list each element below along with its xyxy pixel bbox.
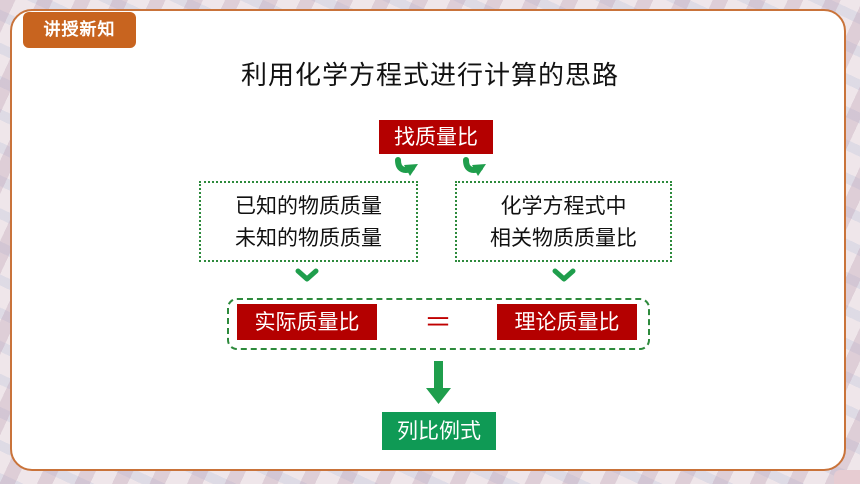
find-ratio-label: 找质量比 <box>379 120 493 154</box>
theoretical-ratio-label: 理论质量比 <box>497 304 637 340</box>
equation-ratio-box: 化学方程式中 相关物质质量比 <box>455 181 672 262</box>
chevron-down-left-icon <box>295 268 319 282</box>
unknown-mass-text: 未知的物质质量 <box>235 225 382 250</box>
actual-ratio-label: 实际质量比 <box>237 304 377 340</box>
down-arrow-icon <box>426 361 451 404</box>
content-card <box>10 9 846 471</box>
known-unknown-box: 已知的物质质量 未知的物质质量 <box>199 181 418 262</box>
proportion-label: 列比例式 <box>382 412 496 450</box>
curved-arrow-left-icon <box>395 157 418 176</box>
curved-arrow-right-icon <box>463 157 486 176</box>
corner-decoration <box>834 470 860 484</box>
equals-sign: ＝ <box>423 306 452 339</box>
related-ratio-text: 相关物质质量比 <box>490 225 637 250</box>
equation-text: 化学方程式中 <box>500 193 627 218</box>
section-tag: 讲授新知 <box>23 12 136 48</box>
ratio-equation-group <box>227 298 650 350</box>
page-title: 利用化学方程式进行计算的思路 <box>240 61 619 91</box>
chevron-down-right-icon <box>552 268 576 282</box>
known-mass-text: 已知的物质质量 <box>235 193 382 218</box>
